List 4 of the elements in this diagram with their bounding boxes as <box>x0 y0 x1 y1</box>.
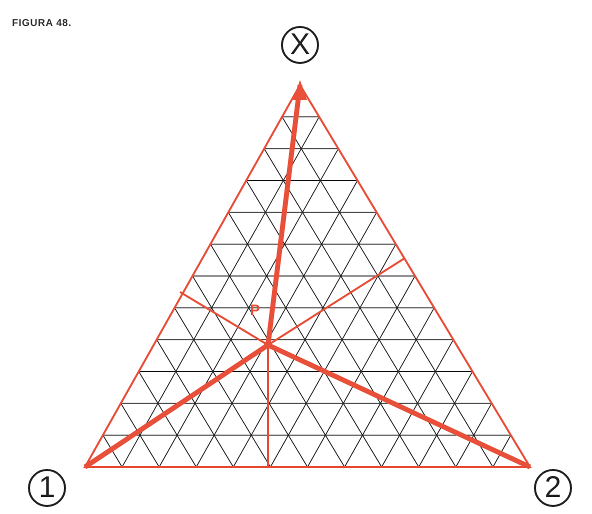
vertex-label-circle: X <box>281 26 319 64</box>
figure-title: FIGURA 48. <box>12 18 72 29</box>
vertex-label-circle: 2 <box>534 469 572 507</box>
vertex-label-circle: 1 <box>28 469 66 507</box>
